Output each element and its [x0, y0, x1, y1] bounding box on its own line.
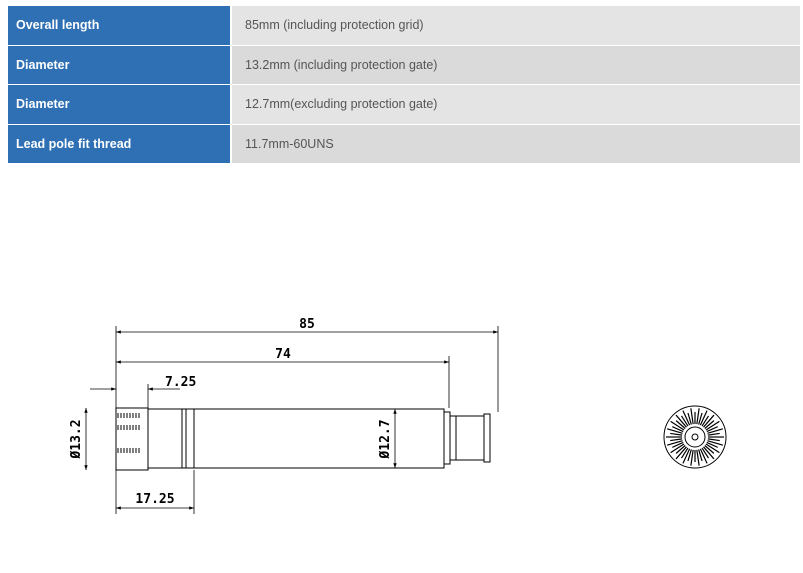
dim-grid-length: 17.25: [135, 492, 174, 507]
spec-row-overall-length: Overall length 85mm (including protectio…: [8, 6, 800, 45]
grid-slot: [672, 441, 684, 448]
grid-slot: [680, 447, 689, 459]
dim-overall-length: 85: [299, 317, 315, 332]
connector: [449, 415, 485, 461]
grid-slot: [698, 449, 703, 462]
grid-slot: [690, 408, 694, 425]
grid-slot: [707, 440, 723, 446]
grid-slot: [699, 410, 708, 426]
grid-slot: [698, 412, 703, 425]
grid-slot: [682, 448, 691, 464]
microphone-body: [115, 407, 491, 471]
spec-label: Overall length: [8, 6, 232, 45]
grid-slot: [699, 448, 708, 464]
grid-slot: [682, 410, 691, 426]
spec-value: 12.7mm(excluding protection gate): [232, 85, 800, 124]
grid-slot: [704, 420, 715, 429]
dim-head-length: 7.25: [165, 375, 196, 390]
grid-slot: [701, 447, 710, 459]
body-tube: [147, 408, 445, 469]
spec-row-thread: Lead pole fit thread 11.7mm-60UNS: [8, 123, 800, 163]
grid-slot: [701, 415, 710, 427]
dim-body-diameter: Ø12.7: [378, 419, 393, 459]
grid-slot: [707, 438, 720, 442]
spec-value: 11.7mm-60UNS: [232, 124, 800, 163]
grid-slot: [670, 443, 685, 454]
spec-row-diameter-excluding: Diameter 12.7mm(excluding protection gat…: [8, 84, 800, 124]
grid-slot: [675, 414, 687, 428]
grid-slot: [680, 415, 689, 427]
grid-slot: [670, 420, 685, 431]
grid-slot: [687, 449, 692, 462]
grid-slot: [670, 432, 683, 436]
spec-table: Overall length 85mm (including protectio…: [8, 6, 800, 163]
grid-slot: [703, 414, 715, 428]
grid-slot: [675, 420, 686, 429]
grid-slot: [672, 426, 684, 433]
spec-value: 85mm (including protection grid): [232, 6, 800, 45]
grid-slot: [705, 420, 720, 431]
grid-slot: [667, 428, 683, 434]
grid-slot: [704, 445, 715, 454]
grid-slot: [675, 446, 687, 460]
spec-label: Diameter: [8, 45, 232, 84]
dim-head-diameter: Ø13.2: [69, 419, 84, 459]
spec-label: Diameter: [8, 85, 232, 124]
grid-slot: [687, 412, 692, 425]
grid-end-view: [663, 405, 727, 469]
grid-slot: [707, 428, 723, 434]
grid-slots: [117, 413, 140, 453]
dim-body-length: 74: [275, 347, 291, 362]
diameter-indicators: [84, 408, 397, 470]
connector-collar: [483, 413, 491, 463]
spec-label: Lead pole fit thread: [8, 124, 232, 163]
connector-step: [443, 411, 451, 465]
protection-grid: [115, 407, 149, 471]
spec-row-diameter-including: Diameter 13.2mm (including protection ga…: [8, 44, 800, 84]
grid-slot: [690, 449, 694, 466]
grid-slot: [667, 440, 683, 446]
dimension-lines: [90, 330, 498, 510]
grid-slot: [707, 432, 720, 436]
grid-slot: [703, 446, 715, 460]
grid-slot: [706, 441, 718, 448]
grid-slot: [675, 445, 686, 454]
grid-slot: [670, 438, 683, 442]
grid-slot: [696, 449, 700, 466]
grid-slot: [696, 408, 700, 425]
grid-slot: [706, 426, 718, 433]
grid-slot: [705, 443, 720, 454]
spec-value: 13.2mm (including protection gate): [232, 45, 800, 84]
